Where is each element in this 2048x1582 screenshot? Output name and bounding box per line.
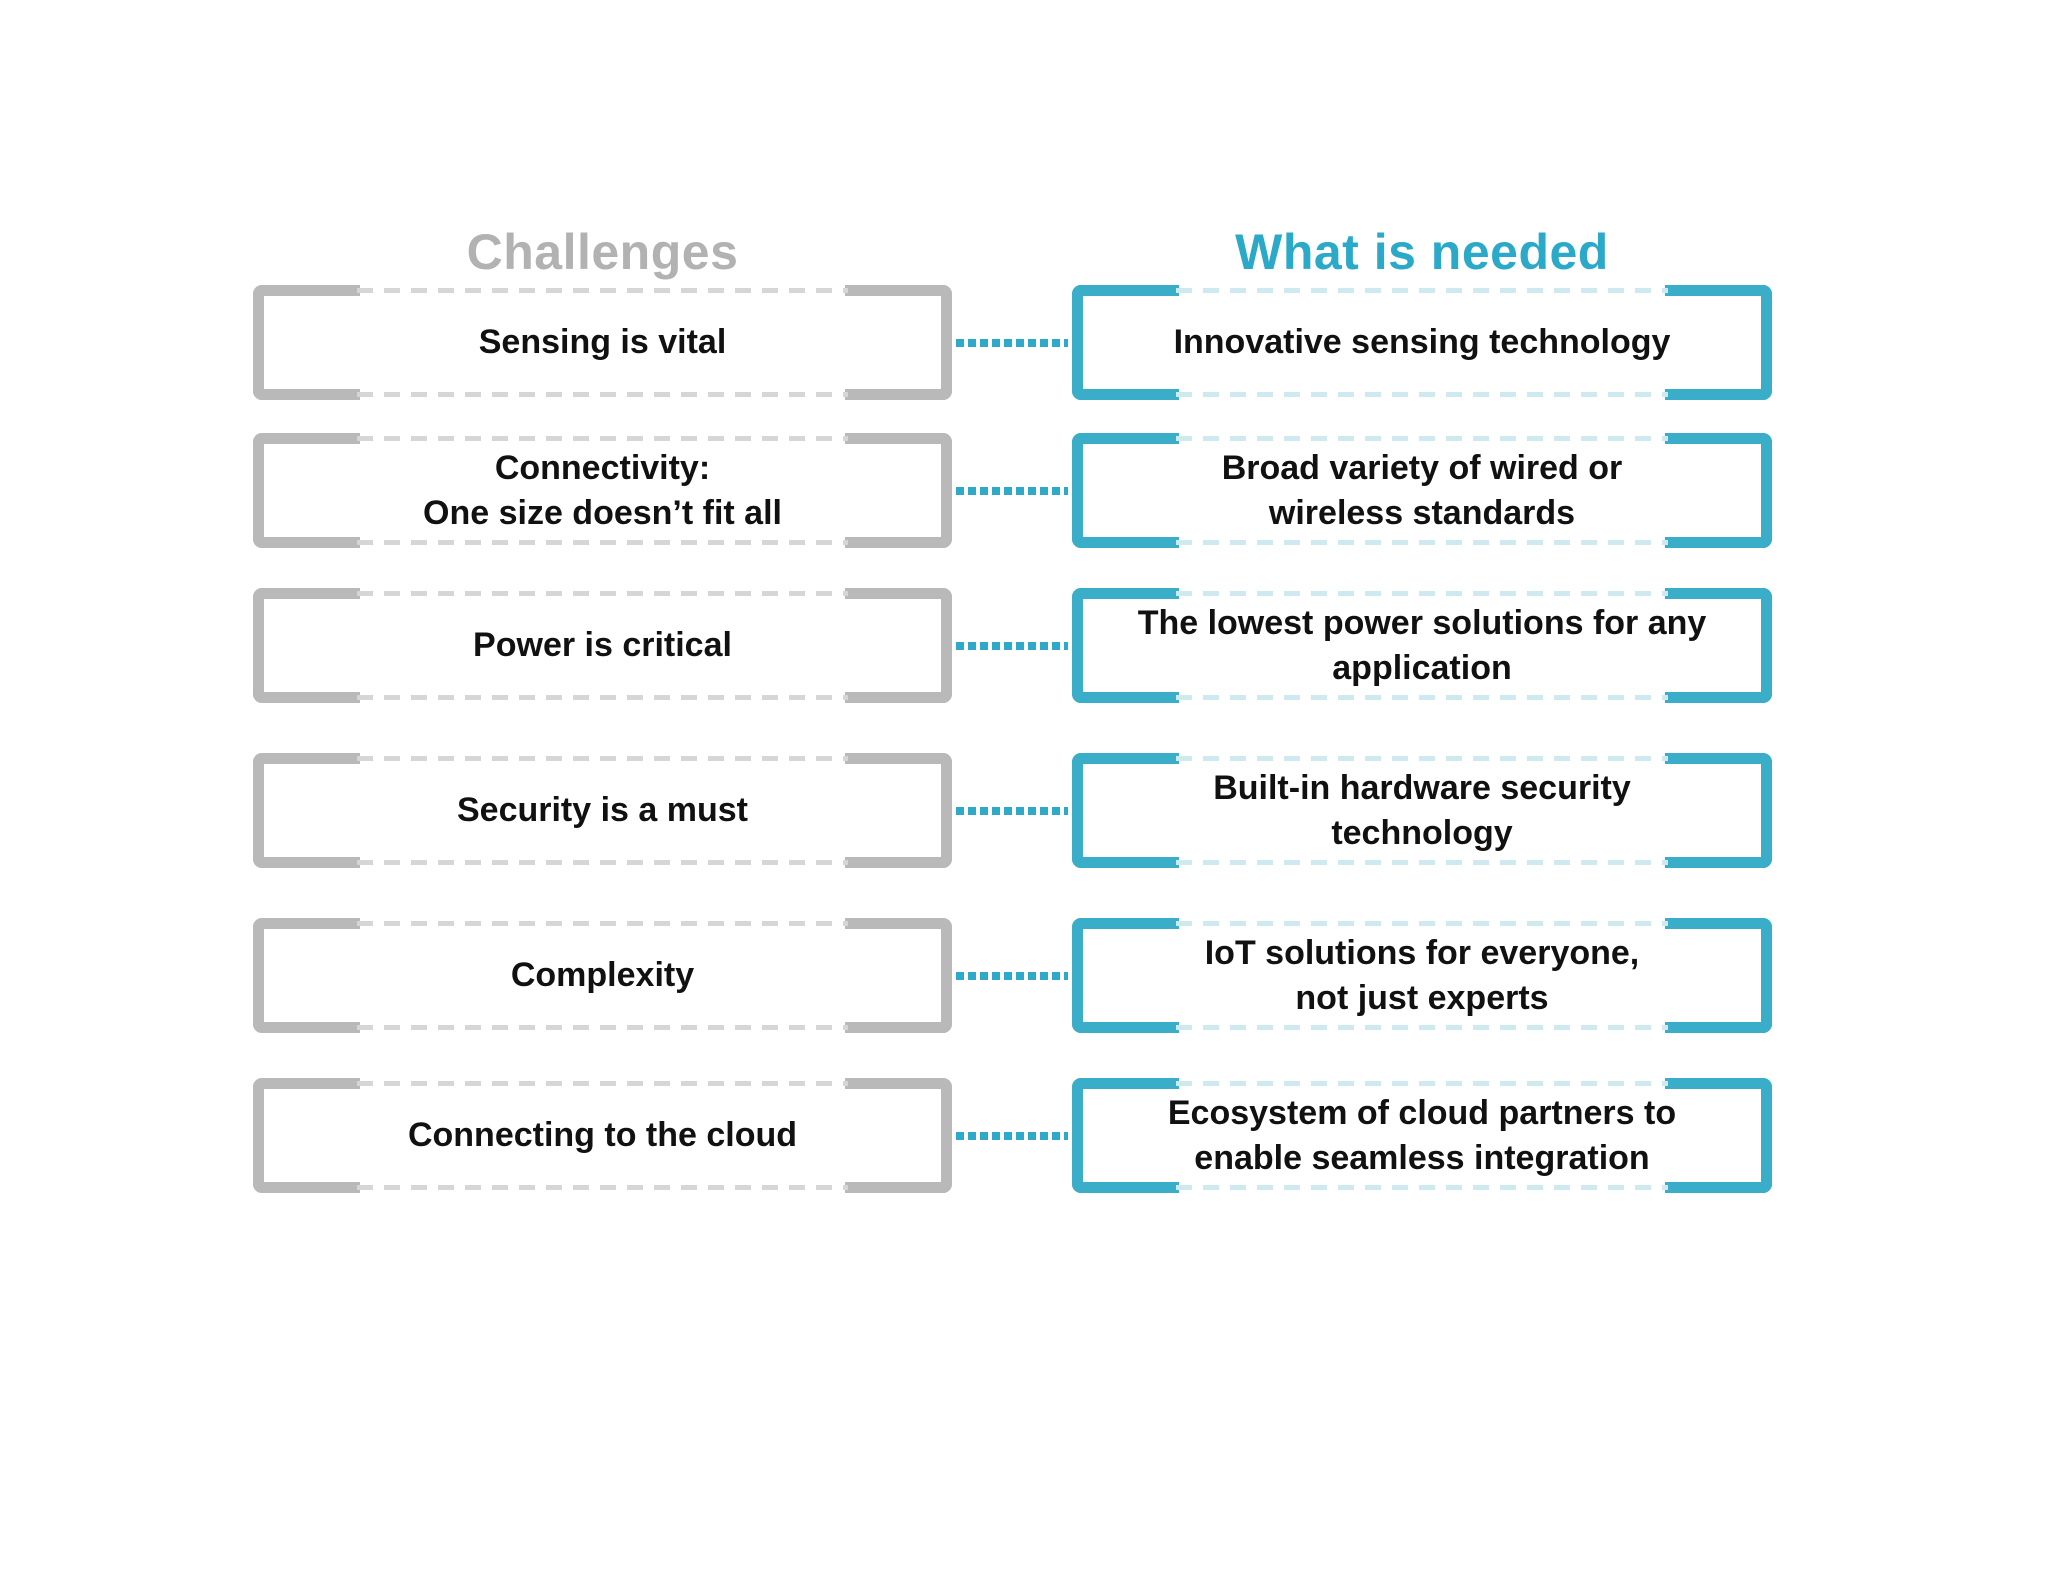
need-box: Broad variety of wired or wireless stand… <box>1072 433 1772 548</box>
need-box: Built-in hardware security technology <box>1072 753 1772 868</box>
challenge-box: Complexity <box>253 918 952 1033</box>
left-bracket-icon <box>253 918 360 1033</box>
dashed-top-edge <box>1176 591 1668 596</box>
left-bracket-icon <box>253 433 360 548</box>
dashed-bottom-edge <box>357 392 848 397</box>
dashed-top-edge <box>1176 1081 1668 1086</box>
dashed-top-edge <box>357 756 848 761</box>
need-text: Innovative sensing technology <box>1173 323 1671 361</box>
dashed-top-edge <box>357 288 848 293</box>
dashed-top-edge <box>1176 288 1668 293</box>
dashed-bottom-edge <box>1176 1025 1668 1030</box>
right-bracket-icon <box>845 285 952 400</box>
row-sensing: Sensing is vital Innovative sensing tech… <box>0 285 2048 400</box>
dashed-top-edge <box>1176 921 1668 926</box>
need-text: Ecosystem of cloud partners to enable se… <box>1167 1093 1677 1177</box>
challenge-text: Sensing is vital <box>478 323 727 361</box>
left-bracket-icon <box>1072 1078 1179 1193</box>
right-bracket-icon <box>1665 753 1772 868</box>
challenge-text: Connecting to the cloud <box>407 1116 798 1154</box>
dashed-top-edge <box>1176 436 1668 441</box>
left-bracket-icon <box>1072 285 1179 400</box>
dashed-top-edge <box>357 1081 848 1086</box>
dashed-bottom-edge <box>357 540 848 545</box>
row-connectivity: Connectivity: One size doesn’t fit all B… <box>0 433 2048 548</box>
dotted-connector-line <box>956 972 1068 980</box>
dotted-connector-line <box>956 487 1068 495</box>
need-box: The lowest power solutions for any appli… <box>1072 588 1772 703</box>
dashed-top-edge <box>357 921 848 926</box>
right-bracket-icon <box>1665 285 1772 400</box>
need-box: Ecosystem of cloud partners to enable se… <box>1072 1078 1772 1193</box>
need-box: Innovative sensing technology <box>1072 285 1772 400</box>
dashed-bottom-edge <box>1176 392 1668 397</box>
left-bracket-icon <box>1072 918 1179 1033</box>
right-bracket-icon <box>1665 588 1772 703</box>
challenge-box: Sensing is vital <box>253 285 952 400</box>
dashed-top-edge <box>1176 756 1668 761</box>
dashed-top-edge <box>357 591 848 596</box>
left-bracket-icon <box>253 588 360 703</box>
challenge-text: Complexity <box>510 956 695 994</box>
right-bracket-icon <box>1665 1078 1772 1193</box>
need-text: The lowest power solutions for any appli… <box>1137 603 1707 687</box>
challenge-text: Power is critical <box>473 626 732 664</box>
right-bracket-icon <box>1665 918 1772 1033</box>
left-bracket-icon <box>253 1078 360 1193</box>
dotted-connector-line <box>956 642 1068 650</box>
right-bracket-icon <box>845 918 952 1033</box>
dashed-bottom-edge <box>357 695 848 700</box>
challenge-text: Security is a must <box>456 791 748 829</box>
need-text: Built-in hardware security technology <box>1213 768 1631 852</box>
what-is-needed-column-heading: What is needed <box>1235 224 1609 280</box>
challenge-text: Connectivity: One size doesn’t fit all <box>423 448 782 532</box>
right-bracket-icon <box>845 588 952 703</box>
challenge-box: Power is critical <box>253 588 952 703</box>
left-bracket-icon <box>253 753 360 868</box>
dashed-bottom-edge <box>1176 1185 1668 1190</box>
dashed-bottom-edge <box>1176 695 1668 700</box>
left-bracket-icon <box>1072 588 1179 703</box>
challenge-box: Security is a must <box>253 753 952 868</box>
dashed-bottom-edge <box>357 860 848 865</box>
row-power: Power is critical The lowest power solut… <box>0 588 2048 703</box>
need-text: IoT solutions for everyone, not just exp… <box>1204 933 1640 1017</box>
dashed-bottom-edge <box>357 1025 848 1030</box>
right-bracket-icon <box>1665 433 1772 548</box>
row-cloud: Connecting to the cloud Ecosystem of clo… <box>0 1078 2048 1193</box>
challenge-box: Connectivity: One size doesn’t fit all <box>253 433 952 548</box>
need-text: Broad variety of wired or wireless stand… <box>1221 448 1623 532</box>
row-complexity: Complexity IoT solutions for everyone, n… <box>0 918 2048 1033</box>
left-bracket-icon <box>1072 433 1179 548</box>
row-security: Security is a must Built-in hardware sec… <box>0 753 2048 868</box>
dotted-connector-line <box>956 339 1068 347</box>
challenge-box: Connecting to the cloud <box>253 1078 952 1193</box>
right-bracket-icon <box>845 1078 952 1193</box>
dashed-bottom-edge <box>357 1185 848 1190</box>
right-bracket-icon <box>845 433 952 548</box>
dotted-connector-line <box>956 1132 1068 1140</box>
dashed-bottom-edge <box>1176 860 1668 865</box>
challenges-column-heading: Challenges <box>466 224 739 280</box>
dashed-bottom-edge <box>1176 540 1668 545</box>
right-bracket-icon <box>845 753 952 868</box>
dashed-top-edge <box>357 436 848 441</box>
left-bracket-icon <box>253 285 360 400</box>
need-box: IoT solutions for everyone, not just exp… <box>1072 918 1772 1033</box>
left-bracket-icon <box>1072 753 1179 868</box>
dotted-connector-line <box>956 807 1068 815</box>
